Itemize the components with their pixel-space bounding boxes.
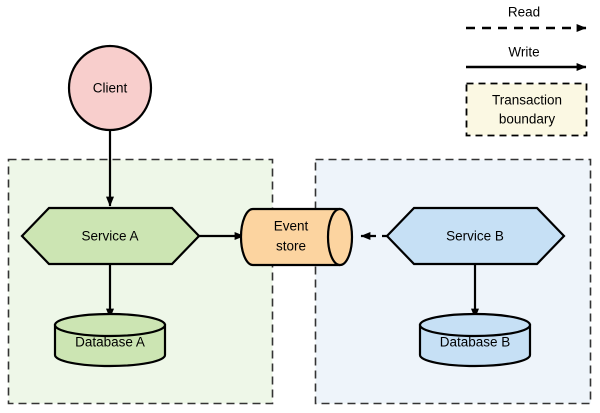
database-a-top-ellipse [53, 312, 167, 338]
service-a-label: Service A [81, 229, 138, 244]
transaction-boundary-b-rect [314, 158, 592, 405]
event-store-right-ellipse [326, 207, 341, 267]
service-a-hexagon[interactable] [20, 206, 201, 266]
database-b-label: Database B [440, 335, 511, 350]
legend-write-label: Write [508, 45, 539, 60]
node-client[interactable]: Client [67, 44, 153, 132]
node-service-a[interactable]: Service A [20, 206, 201, 266]
service-b-hexagon[interactable] [385, 206, 566, 266]
transaction-boundary-b [314, 158, 592, 405]
transaction-boundary-a [7, 158, 274, 405]
legend-boundary-swatch [465, 82, 588, 137]
database-b-top-ellipse [418, 312, 532, 338]
service-b-label: Service B [446, 229, 504, 244]
node-service-b[interactable]: Service B [385, 206, 566, 266]
client-label: Client [93, 81, 128, 96]
node-database-b[interactable]: Database B [418, 312, 532, 368]
event-store-label-line2: store [276, 239, 306, 254]
event-store-label-line1: Event [274, 219, 309, 234]
legend-read-label: Read [508, 5, 540, 20]
node-event-store[interactable]: Event store [239, 207, 354, 267]
transaction-boundary-a-rect [7, 158, 274, 405]
client-circle[interactable] [67, 44, 153, 132]
node-database-a[interactable]: Database A [53, 312, 167, 368]
legend-boundary-label-line2: boundary [499, 112, 556, 127]
database-a-label: Database A [75, 335, 145, 350]
legend-boundary-label-line1: Transaction [492, 93, 562, 108]
legend: Read Write Transaction boundary [465, 5, 588, 137]
